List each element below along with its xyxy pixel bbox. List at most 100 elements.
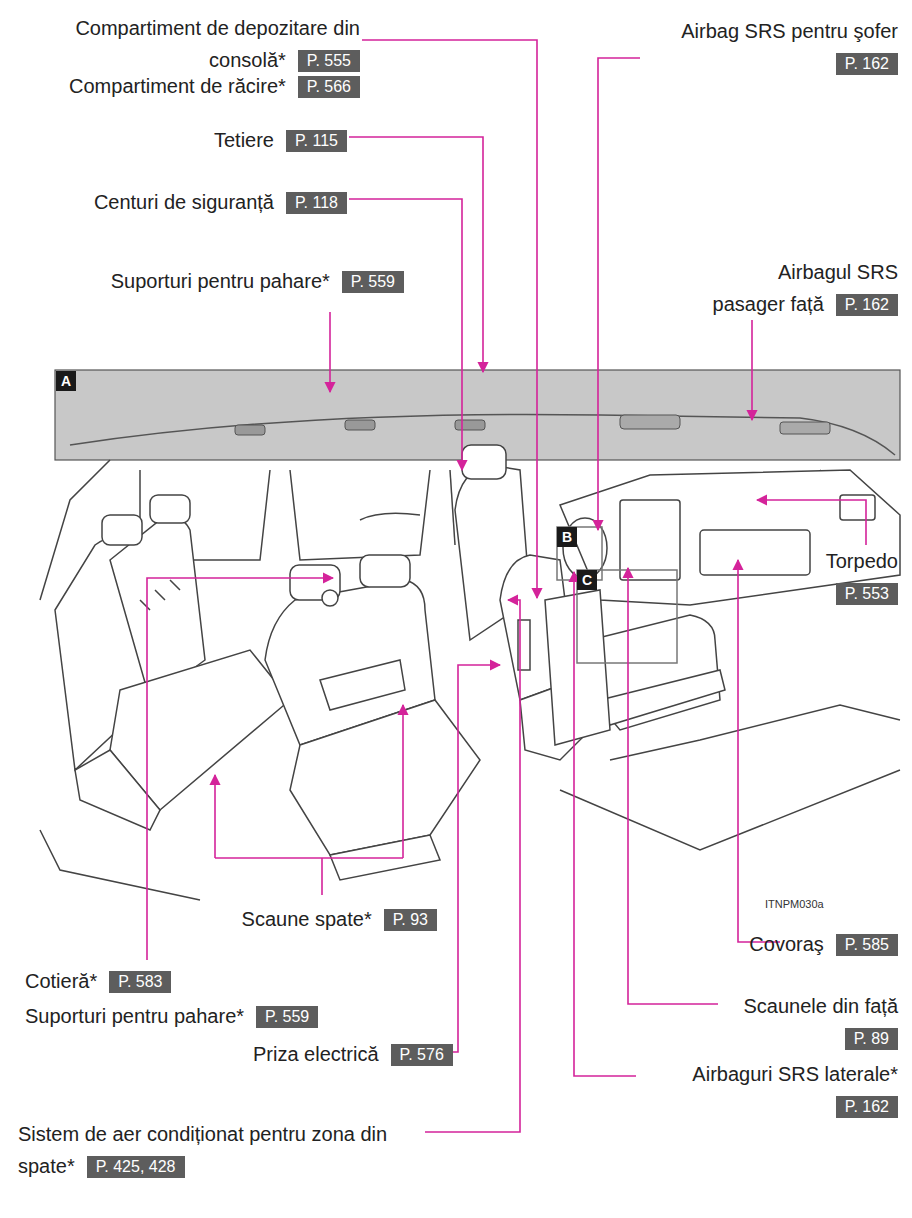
callout: Suporturi pentru pahare* P. 559	[4, 265, 404, 297]
page-reference: P. 555	[298, 50, 360, 72]
part-name: Torpedo	[826, 550, 898, 572]
illustration-path	[349, 137, 483, 372]
illustration-path	[140, 580, 180, 610]
callout: Cotieră* P. 583	[25, 965, 425, 997]
page-reference: P. 566	[298, 76, 360, 98]
page-reference: P. 89	[845, 1028, 898, 1050]
callout: Compartiment de răcire* P. 566	[0, 70, 360, 102]
illustration-path	[362, 40, 537, 598]
section-letter-text: B	[562, 529, 572, 545]
dashboard	[518, 470, 900, 745]
illustration-path	[290, 470, 430, 560]
page-reference: P. 559	[256, 1006, 318, 1028]
illustration-rect	[462, 445, 506, 479]
illustration-path	[574, 572, 636, 1076]
page-reference: P. 118	[286, 192, 347, 214]
illustration-rect	[700, 530, 810, 575]
illustration-path	[215, 857, 403, 859]
callout: Torpedo P. 553	[808, 545, 898, 609]
part-name: Compartiment de răcire*	[69, 75, 286, 97]
illustration-path	[360, 513, 420, 520]
section-letter-text: C	[582, 572, 592, 588]
illustration-path	[290, 700, 480, 855]
part-name: Tetiere	[214, 129, 274, 151]
third-row-seats	[55, 495, 290, 830]
illustration-path	[450, 470, 455, 545]
section-letter: A	[56, 371, 76, 391]
illustration-circle	[322, 590, 338, 606]
illustration-rect	[345, 420, 375, 430]
callout: Scaunele din față P. 89	[726, 990, 898, 1054]
illustration-path	[40, 830, 200, 900]
callout: Suporturi pentru pahare*P. 559	[25, 1000, 445, 1032]
part-name: Airbag SRS pentru şofer	[681, 20, 898, 42]
callout: Priza electrică P. 576	[253, 1038, 653, 1070]
page-reference: P. 162	[836, 53, 898, 75]
callout: Tetiere P. 115	[47, 124, 347, 156]
illustration-path	[598, 58, 640, 530]
part-name: Cotieră*	[25, 970, 97, 992]
part-name: Priza electrică	[253, 1043, 379, 1065]
illustration-path	[757, 500, 866, 545]
part-name: Sistem de aer condiționat pentru zona di…	[18, 1123, 387, 1177]
page-reference: P. 425, 428	[87, 1156, 185, 1178]
part-name: Suporturi pentru pahare*	[111, 270, 330, 292]
illustration-path	[410, 665, 500, 1052]
part-name: Airbaguri SRS laterale*	[692, 1063, 898, 1085]
illustration-path	[320, 660, 405, 710]
page-reference: P. 115	[286, 130, 347, 152]
floor	[560, 705, 900, 850]
illustration-rect	[577, 570, 677, 663]
callout: Compartiment de depozitare din consolă*P…	[30, 12, 360, 76]
illustration-path	[628, 568, 718, 1004]
second-row-seats	[265, 555, 480, 880]
illustration-path	[560, 470, 900, 605]
page-reference: P. 162	[836, 294, 898, 316]
section-letter: B	[557, 527, 577, 547]
illustration-rect	[455, 420, 485, 430]
illustration-path	[147, 578, 333, 960]
page-reference: P. 576	[391, 1044, 453, 1066]
part-name: Scaune spate*	[242, 908, 372, 930]
illustration-path	[751, 320, 753, 420]
part-name: Centuri de siguranță	[94, 191, 274, 213]
illustration-rect	[620, 415, 680, 429]
illustration-rect	[780, 422, 830, 434]
page-reference: P. 162	[836, 1096, 898, 1118]
detail-boxes	[557, 527, 677, 663]
illustration-path	[738, 560, 780, 942]
illustration-rect	[235, 425, 265, 435]
illustration-rect	[620, 500, 680, 580]
page-reference: P. 583	[109, 971, 171, 993]
callout: Centuri de siguranță P. 118	[17, 186, 347, 218]
illustration-rect	[102, 515, 142, 545]
callout: Airbag SRS pentru şofer P. 162	[636, 15, 898, 79]
illustration-path	[560, 770, 900, 850]
illustration-rect	[360, 555, 410, 587]
callout: Covoraş P. 585	[598, 928, 898, 960]
page-reference: P. 559	[342, 271, 404, 293]
callout: Airbaguri SRS laterale* P. 162	[643, 1058, 898, 1122]
illustration-path	[214, 775, 216, 858]
page-reference: P. 93	[384, 909, 437, 931]
part-name: Covoraş	[749, 933, 823, 955]
callout: Scaune spate* P. 93	[37, 903, 437, 935]
illustration-path	[610, 705, 900, 760]
page-reference: P. 553	[836, 583, 898, 605]
part-name: Scaunele din față	[743, 995, 898, 1017]
callout: Airbagul SRS pasager fațăP. 162	[706, 256, 898, 320]
illustration-path	[402, 705, 404, 858]
callout: Sistem de aer condiționat pentru zona di…	[18, 1118, 418, 1182]
illustration-path	[329, 312, 331, 392]
illustration-rect	[150, 495, 190, 523]
illustration-path	[349, 199, 462, 470]
figure-code: ITNPM030a	[765, 898, 824, 910]
illustration-rect	[840, 495, 875, 520]
page-reference: P. 585	[836, 934, 898, 956]
illustration-path	[600, 670, 725, 725]
section-letter: C	[577, 570, 597, 590]
illustration-path	[321, 858, 323, 895]
